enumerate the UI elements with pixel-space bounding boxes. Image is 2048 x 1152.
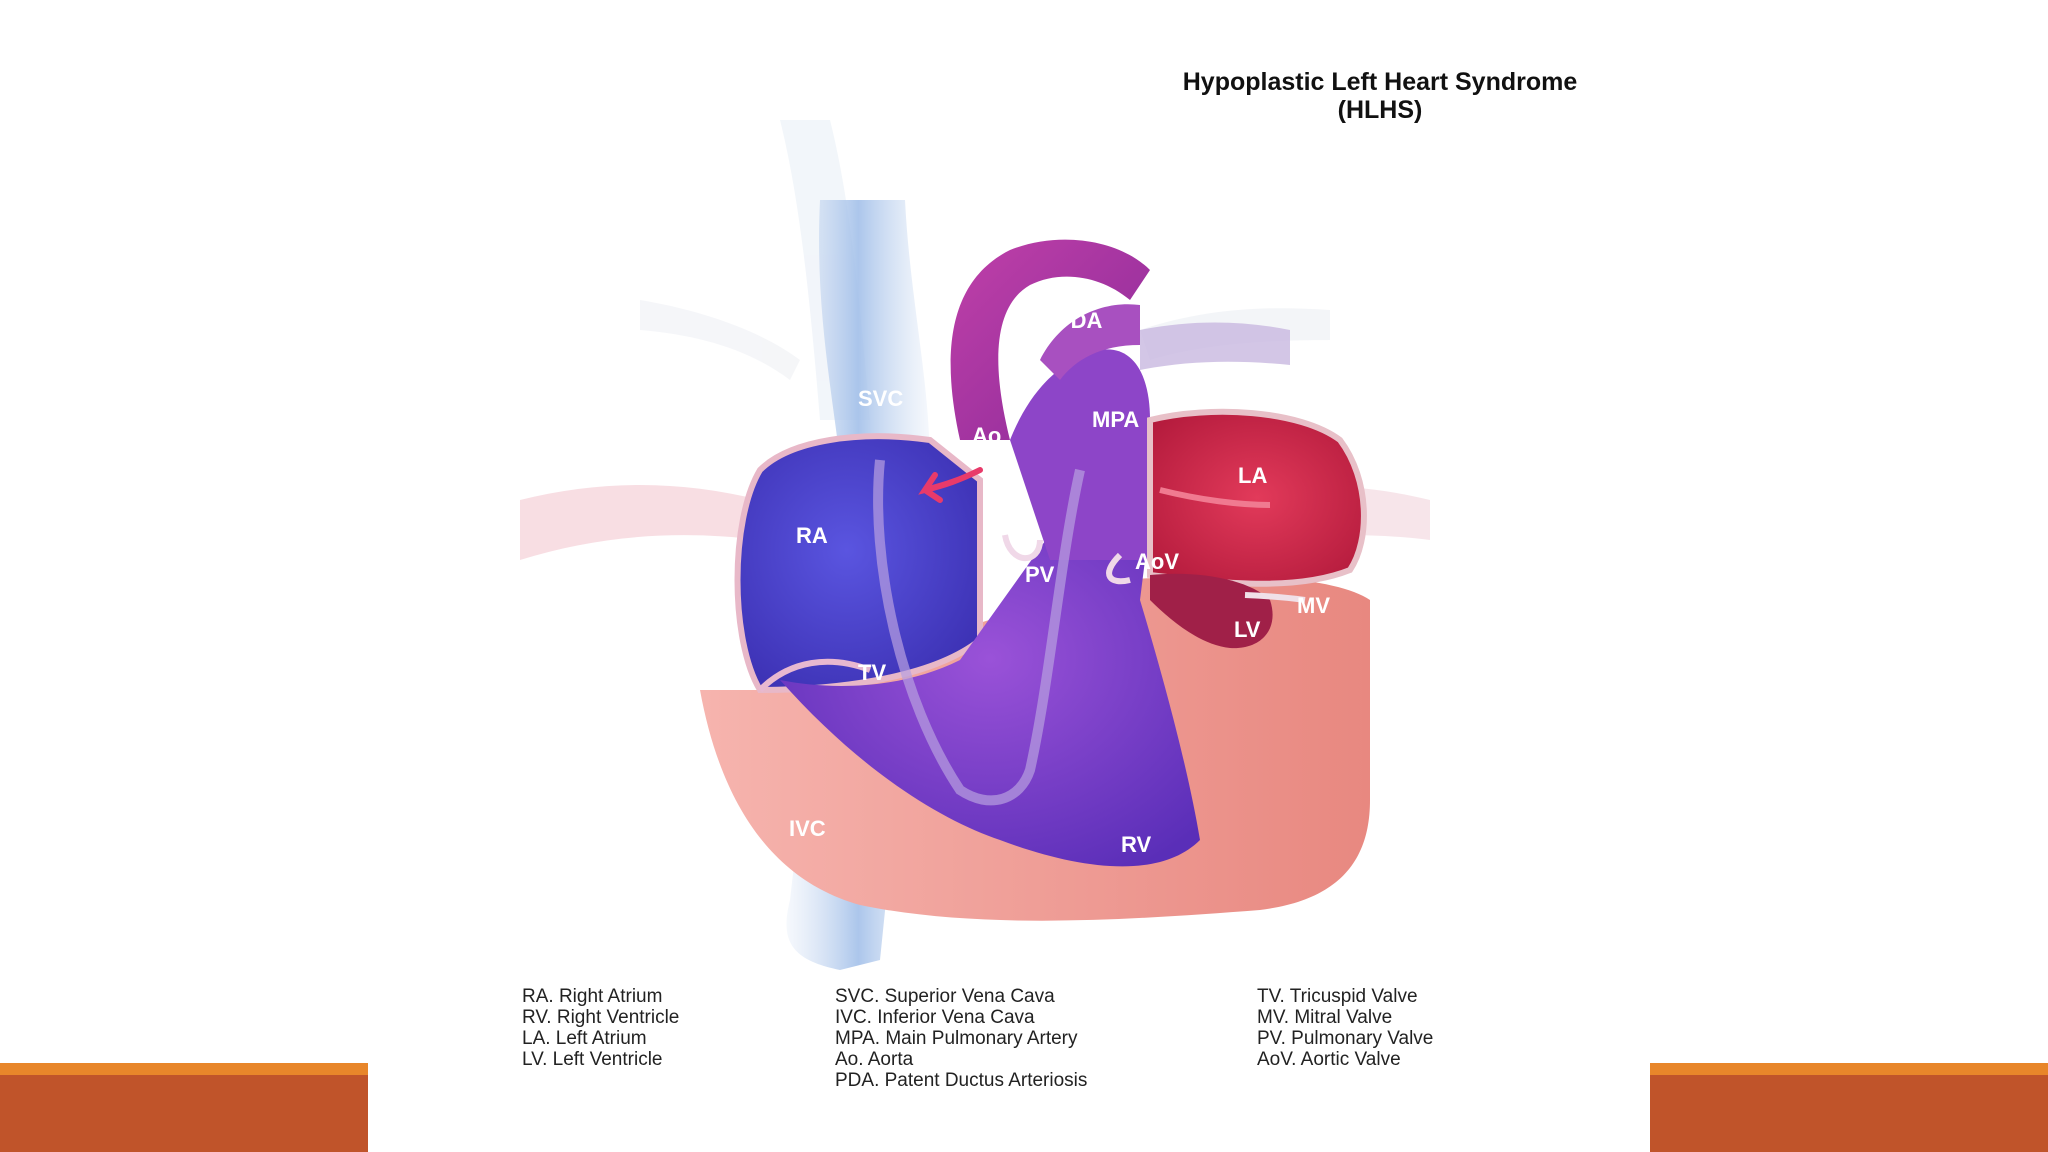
diagram-title: Hypoplastic Left Heart Syndrome (HLHS)	[1090, 68, 1670, 124]
pulmonary-valve-leaflet	[1002, 534, 1043, 562]
legend-item: MPA. Main Pulmonary Artery	[835, 1028, 1078, 1049]
legend-item: LV. Left Ventricle	[522, 1049, 663, 1070]
legend-item: RA. Right Atrium	[522, 986, 663, 1007]
label-aov: AoV	[1135, 549, 1179, 574]
pulmonary-artery-branch	[1140, 322, 1290, 370]
left-atrium	[1147, 408, 1367, 587]
legend-item: PDA. Patent Ductus Arteriosis	[835, 1070, 1088, 1091]
label-svc: SVC	[858, 386, 903, 411]
aortic-valve-leaflet	[1106, 552, 1131, 585]
left-accent-bar	[0, 1075, 368, 1152]
label-rv: RV	[1121, 832, 1151, 857]
legend-valves: TV. Tricuspid Valve MV. Mitral Valve PV.…	[1257, 986, 1433, 1070]
label-mv: MV	[1297, 593, 1330, 618]
legend-item: Ao. Aorta	[835, 1049, 914, 1070]
label-pv: PV	[1025, 562, 1055, 587]
legend-item: MV. Mitral Valve	[1257, 1007, 1393, 1028]
left-accent-stripe	[0, 1063, 368, 1075]
label-la: LA	[1238, 463, 1267, 488]
legend-item: RV. Right Ventricle	[522, 1007, 680, 1028]
aortic-arch	[950, 239, 1150, 440]
label-lv: LV	[1234, 617, 1261, 642]
title-line-1: Hypoplastic Left Heart Syndrome	[1182, 68, 1578, 96]
la-flow-arrow	[1159, 487, 1271, 508]
right-accent-bar	[1650, 1075, 2048, 1152]
legend-vessels: SVC. Superior Vena Cava IVC. Inferior Ve…	[835, 986, 1087, 1091]
label-ivc: IVC	[789, 816, 826, 841]
shunt-flow-arrow	[918, 467, 983, 503]
label-pda: PDA	[1056, 308, 1103, 333]
right-accent-stripe	[1650, 1063, 2048, 1075]
mitral-valve-leaflet	[1244, 592, 1306, 603]
legend-item: SVC. Superior Vena Cava	[835, 986, 1055, 1007]
ductus-arteriosus	[1040, 304, 1140, 380]
label-ao: Ao	[972, 423, 1001, 448]
label-ra: RA	[796, 523, 828, 548]
right-ventricle	[780, 520, 1200, 867]
left-ventricle	[1150, 573, 1273, 649]
label-tv: TV	[858, 660, 886, 685]
legend-item: AoV. Aortic Valve	[1257, 1049, 1401, 1070]
legend-item: LA. Left Atrium	[522, 1028, 647, 1049]
legend-chambers: RA. Right Atrium RV. Right Ventricle LA.…	[522, 986, 679, 1070]
tricuspid-valve-leaflet	[757, 658, 872, 693]
septum-line	[873, 459, 1085, 806]
label-mpa: MPA	[1092, 407, 1139, 432]
right-atrium	[734, 433, 983, 694]
legend-item: PV. Pulmonary Valve	[1257, 1028, 1434, 1049]
main-pulmonary-artery	[1010, 349, 1150, 560]
legend-item: TV. Tricuspid Valve	[1257, 986, 1418, 1007]
title-line-2: (HLHS)	[1337, 96, 1423, 124]
legend-item: IVC. Inferior Vena Cava	[835, 1007, 1035, 1028]
